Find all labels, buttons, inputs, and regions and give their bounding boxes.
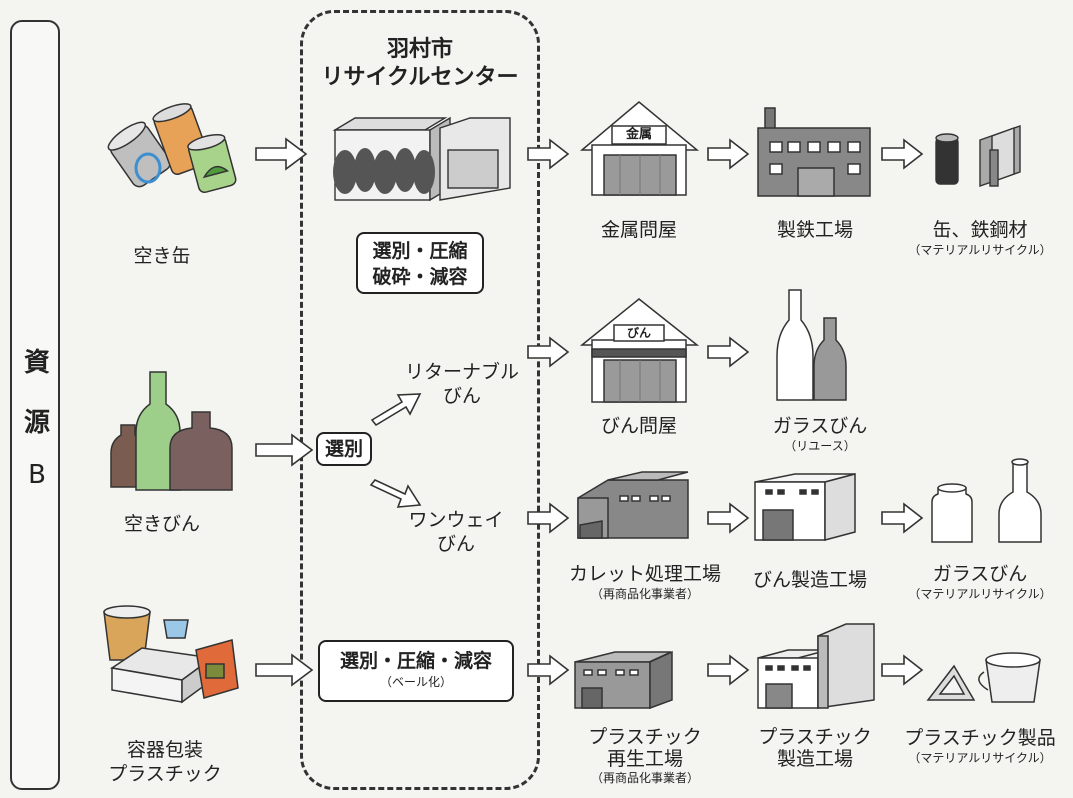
sidebar-char-3: B — [28, 460, 46, 490]
process-cans-line1: 選別・圧縮 — [372, 240, 468, 262]
arrow-cans-out — [527, 138, 570, 170]
empty-bottles-illustration — [110, 371, 233, 491]
plastic-regen-line1: プラスチック — [588, 726, 702, 748]
arrow-cans-2 — [707, 138, 750, 170]
returnable-line2: びん — [442, 385, 481, 407]
metal-wholesaler-sign: 金属 — [625, 127, 652, 142]
arrow-oneway-out — [527, 502, 570, 534]
oneway-line2: びん — [436, 533, 475, 555]
plastic-product-name: プラスチック製品 — [904, 727, 1056, 749]
sidebar-char-1: 資 — [23, 348, 50, 378]
center-title-line1: 羽村市 — [386, 37, 453, 62]
arrow-cans-in — [255, 137, 308, 171]
process-cans-line2: 破砕・減容 — [372, 266, 468, 288]
source-cans-label: 空き缶 — [133, 245, 191, 267]
arrow-cans-3 — [881, 138, 924, 170]
plastic-regeneration-label: プラスチック 再生工場 （再商品化事業者） — [560, 726, 730, 786]
process-box-bottles: 選別 — [316, 432, 372, 466]
resource-b-sidebar: 資 源 B — [10, 20, 60, 790]
arrow-plastic-in — [255, 653, 314, 687]
metal-wholesaler-label: 金属問屋 — [600, 219, 677, 241]
cullet-factory-sub: （再商品化事業者） — [590, 587, 699, 601]
plastic-products — [926, 652, 1041, 703]
flow-arrows — [255, 137, 924, 687]
reuse-bottle-sub: （リユース） — [784, 439, 856, 453]
returnable-line1: リターナブル — [404, 361, 519, 383]
returnable-branch-label: リターナブル びん — [392, 360, 532, 408]
arrow-plastic-out — [527, 654, 570, 686]
process-bottles-label: 選別 — [324, 438, 363, 460]
arrow-oneway-2 — [707, 502, 750, 534]
recycle-center-building — [332, 116, 511, 202]
steel-factory-building — [757, 107, 871, 197]
plastic-mfg-line2: 製造工場 — [776, 748, 853, 770]
bottle-wholesaler-sign: びん — [626, 326, 651, 340]
plastic-regen-line2: 再生工場 — [606, 748, 683, 770]
process-box-plastic: 選別・圧縮・減容 （ベール化） — [318, 640, 514, 702]
recycle-center-frame — [300, 10, 540, 790]
cans-product-sub: （マテリアルリサイクル） — [908, 243, 1052, 257]
source-plastic-label: 容器包装 プラスチック — [100, 738, 230, 786]
process-plastic-sub: （ベール化） — [379, 675, 452, 689]
oneway-line1: ワンウェイ — [408, 509, 504, 531]
process-box-cans: 選別・圧縮 破砕・減容 — [356, 232, 484, 294]
oneway-branch-label: ワンウェイ びん — [396, 508, 516, 556]
bottle-factory-label: びん製造工場 — [752, 569, 867, 591]
arrow-returnable-out — [527, 336, 570, 368]
plastic-mfg-line1: プラスチック — [758, 726, 872, 748]
arrow-oneway-branch — [369, 479, 422, 508]
plastic-manufacturing-label: プラスチック 製造工場 — [745, 726, 885, 770]
reuse-bottle-label: ガラスびん （リユース） — [760, 414, 880, 454]
source-plastic-line2: プラスチック — [108, 763, 222, 785]
cullet-factory-name: カレット処理工場 — [568, 563, 721, 585]
cans-product-name: 缶、鉄鋼材 — [932, 219, 1028, 241]
reuse-bottle-name: ガラスびん — [772, 415, 868, 437]
plastic-containers-illustration — [103, 605, 239, 704]
can-steel-product — [935, 125, 1021, 187]
source-bottles-label: 空きびん — [123, 513, 200, 535]
recycled-bottle-sub: （マテリアルリサイクル） — [908, 587, 1052, 601]
arrow-returnable-2 — [707, 336, 750, 368]
metal-wholesaler-building — [579, 101, 700, 196]
reuse-glass-bottles — [776, 289, 847, 401]
cans-product-label: 缶、鉄鋼材 （マテリアルリサイクル） — [895, 218, 1065, 258]
cullet-factory-building — [577, 471, 689, 539]
cullet-factory-label: カレット処理工場 （再商品化事業者） — [555, 562, 735, 602]
steel-factory-label: 製鉄工場 — [776, 219, 853, 241]
recycled-bottle-name: ガラスびん — [932, 563, 1028, 585]
sidebar-char-2: 源 — [23, 408, 50, 438]
bottle-wholesaler-label: びん問屋 — [600, 415, 677, 437]
bottle-factory-building — [754, 473, 856, 541]
recycle-center-title: 羽村市 リサイクルセンター — [300, 36, 540, 92]
plastic-regen-sub: （再商品化事業者） — [590, 771, 699, 785]
plastic-regeneration-factory — [574, 650, 673, 710]
arrow-plastic-2 — [707, 654, 750, 686]
process-plastic-label: 選別・圧縮・減容 — [339, 650, 492, 672]
arrow-bottles-in — [255, 433, 314, 467]
recycled-glass-bottles — [931, 458, 1042, 543]
arrow-plastic-3 — [881, 654, 924, 686]
plastic-product-label: プラスチック製品 （マテリアルリサイクル） — [895, 726, 1065, 766]
source-plastic-line1: 容器包装 — [126, 739, 203, 761]
plastic-manufacturing-factory — [757, 623, 875, 709]
recycled-bottle-label: ガラスびん （マテリアルリサイクル） — [895, 562, 1065, 602]
center-title-line2: リサイクルセンター — [321, 65, 519, 90]
empty-cans-illustration — [107, 103, 237, 194]
arrow-returnable-branch — [370, 393, 422, 427]
plastic-product-sub: （マテリアルリサイクル） — [908, 751, 1052, 765]
bottle-wholesaler-building — [579, 298, 700, 403]
arrow-oneway-3 — [881, 502, 924, 534]
